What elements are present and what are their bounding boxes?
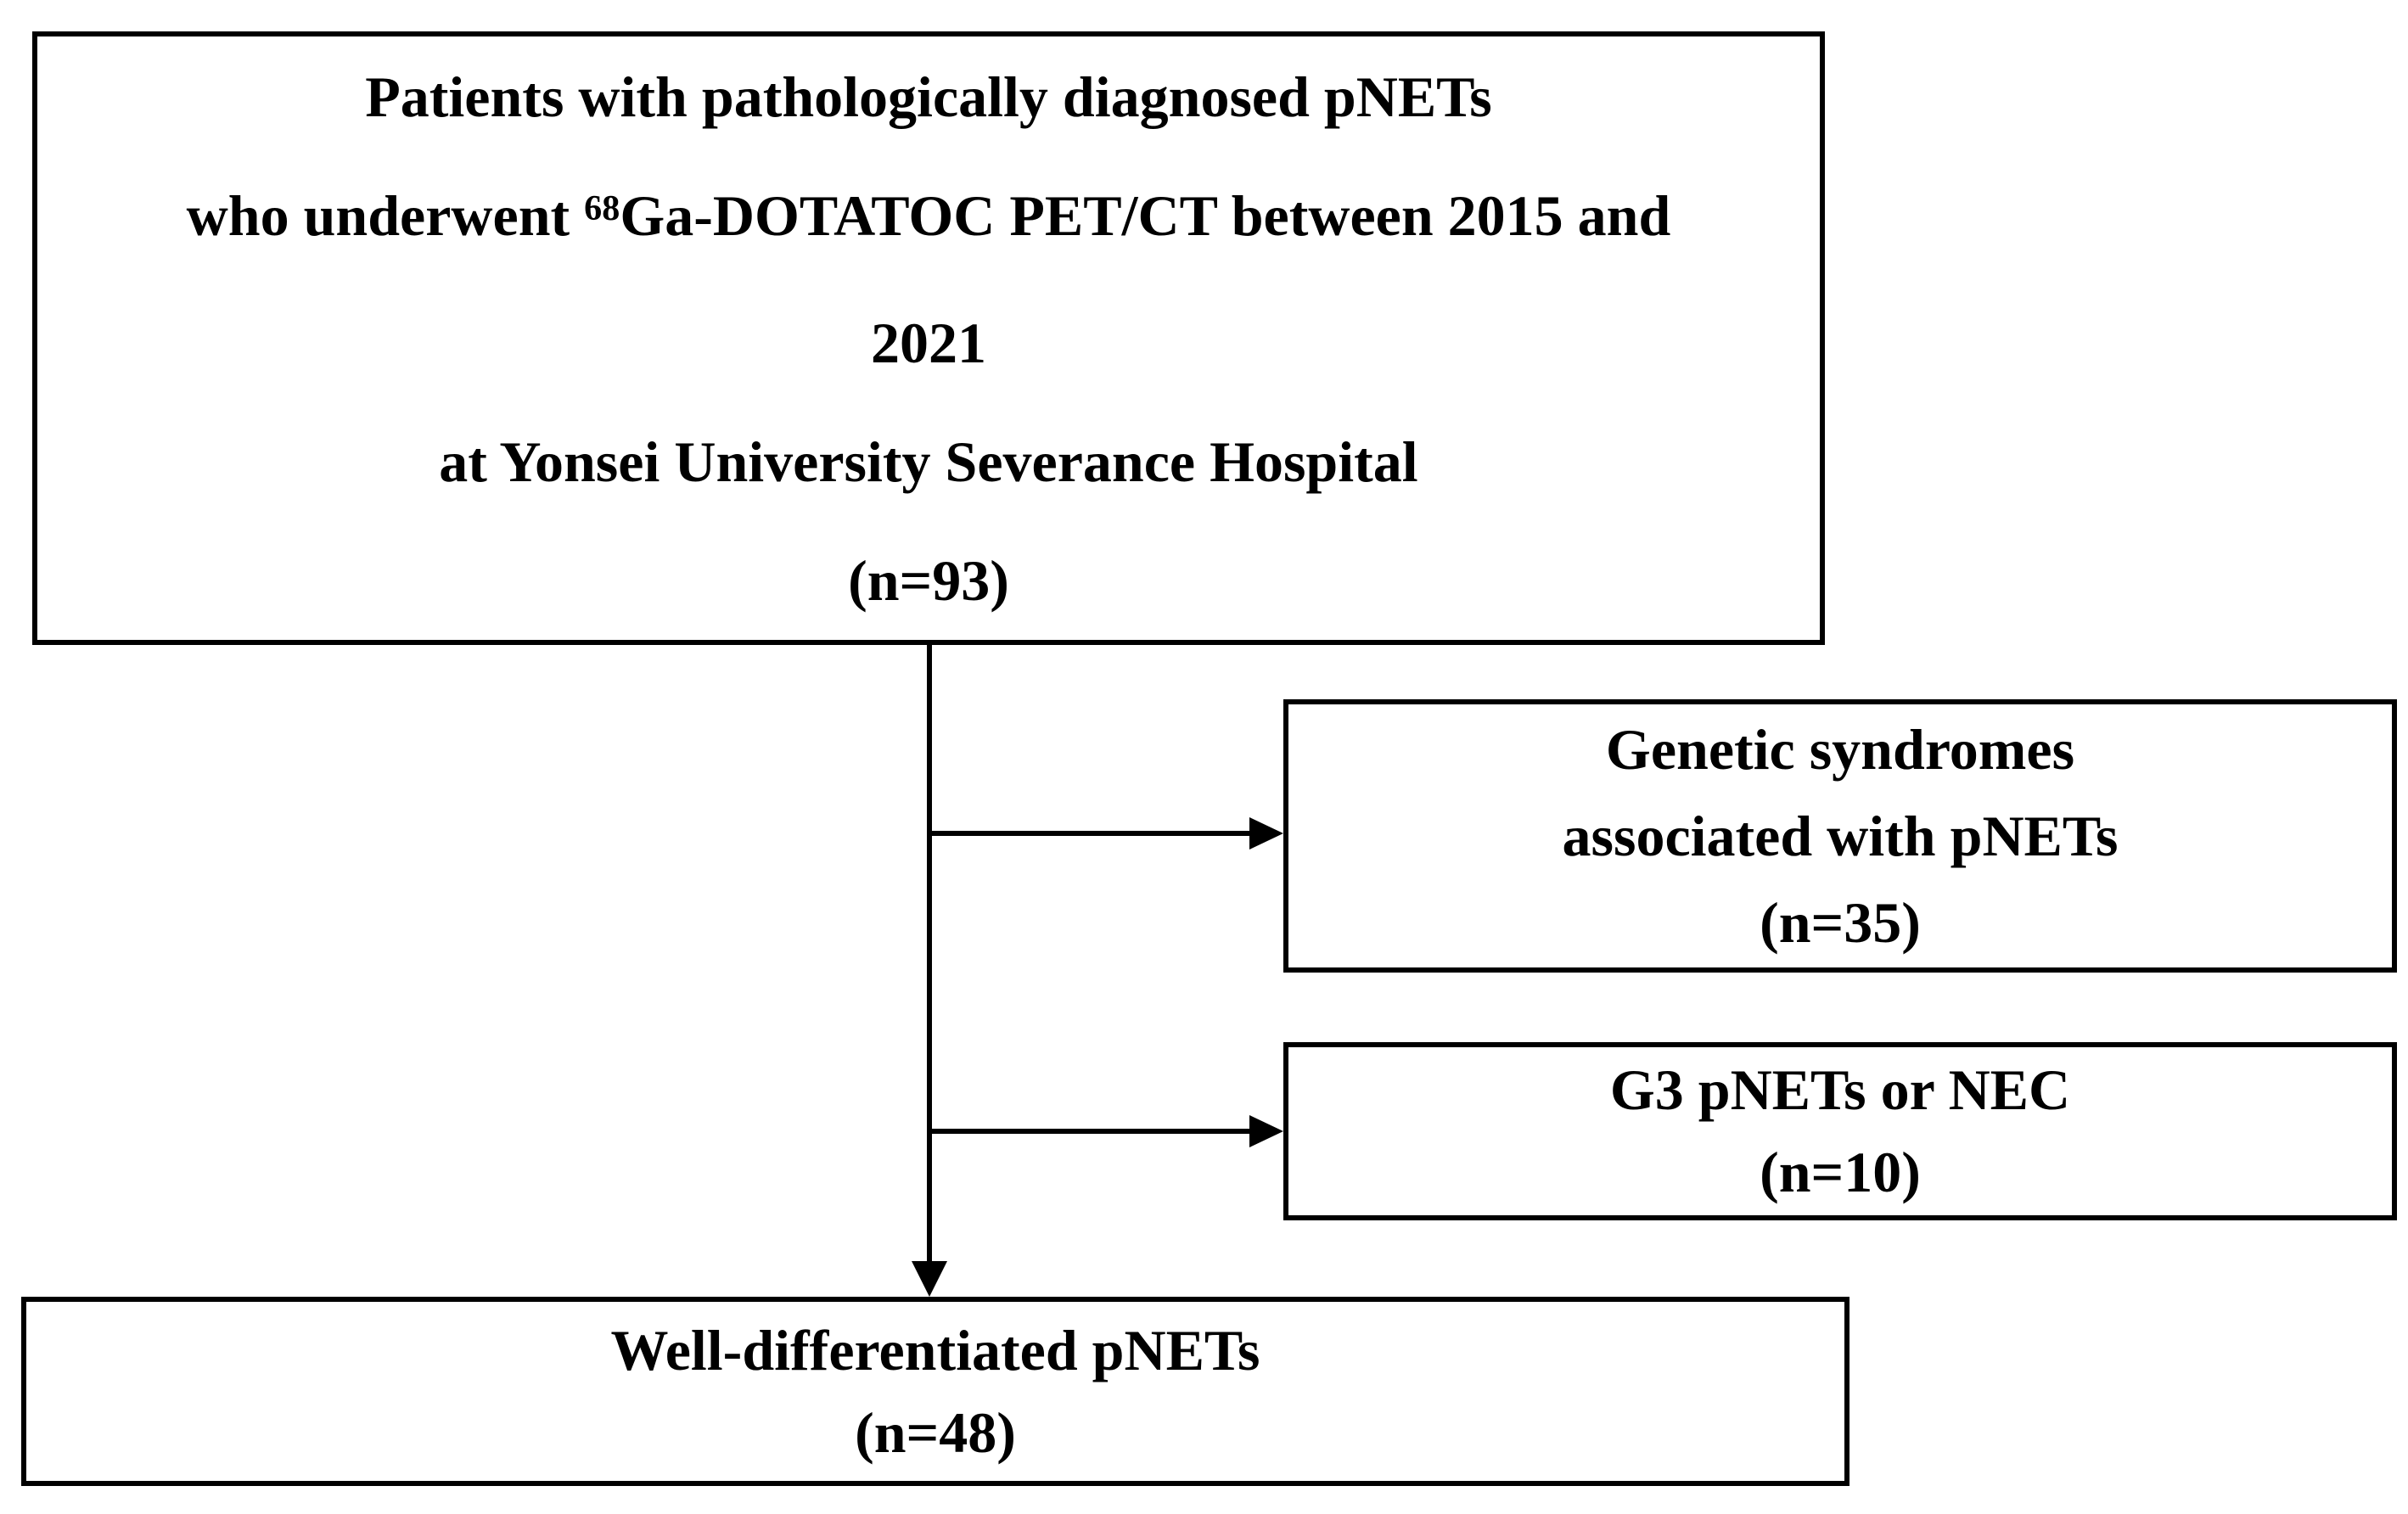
isotope-superscript: 68 bbox=[584, 188, 620, 228]
cohort-line-2-rest: Ga-DOTATOC PET/CT between 2015 and bbox=[620, 182, 1671, 248]
genetic-line-1: Genetic syndromes bbox=[1605, 717, 2075, 782]
node-initial-cohort: Patients with pathologically diagnosed p… bbox=[32, 31, 1825, 645]
cohort-line-3: 2021 bbox=[871, 310, 986, 375]
genetic-count: (n=35) bbox=[1760, 890, 1921, 955]
cohort-line-1: Patients with pathologically diagnosed p… bbox=[365, 64, 1492, 129]
node-excluded-genetic-syndromes: Genetic syndromes associated with pNETs … bbox=[1283, 699, 2397, 973]
connector-main-vertical bbox=[927, 645, 932, 1264]
arrowhead-down-final-icon bbox=[912, 1261, 947, 1297]
arrowhead-right-genetic-icon bbox=[1249, 817, 1283, 850]
cohort-line-2: who underwent 68Ga-DOTATOC PET/CT betwee… bbox=[37, 156, 1820, 283]
g3-line-1: G3 pNETs or NEC bbox=[1609, 1057, 2071, 1122]
node-final-cohort: Well-differentiated pNETs (n=48) bbox=[21, 1297, 1850, 1486]
final-count: (n=48) bbox=[855, 1399, 1016, 1465]
genetic-line-2: associated with pNETs bbox=[1562, 804, 2119, 868]
arrowhead-right-g3-icon bbox=[1249, 1115, 1283, 1147]
cohort-line-4: at Yonsei University Severance Hospital bbox=[439, 429, 1418, 494]
connector-branch-genetic bbox=[927, 831, 1249, 836]
cohort-line-2-prefix: who underwent bbox=[186, 182, 585, 248]
node-excluded-g3-nec: G3 pNETs or NEC (n=10) bbox=[1283, 1042, 2397, 1220]
connector-branch-g3 bbox=[927, 1129, 1249, 1134]
final-line-1: Well-differentiated pNETs bbox=[610, 1317, 1260, 1382]
cohort-count: (n=93) bbox=[848, 547, 1009, 613]
g3-count: (n=10) bbox=[1760, 1140, 1921, 1204]
